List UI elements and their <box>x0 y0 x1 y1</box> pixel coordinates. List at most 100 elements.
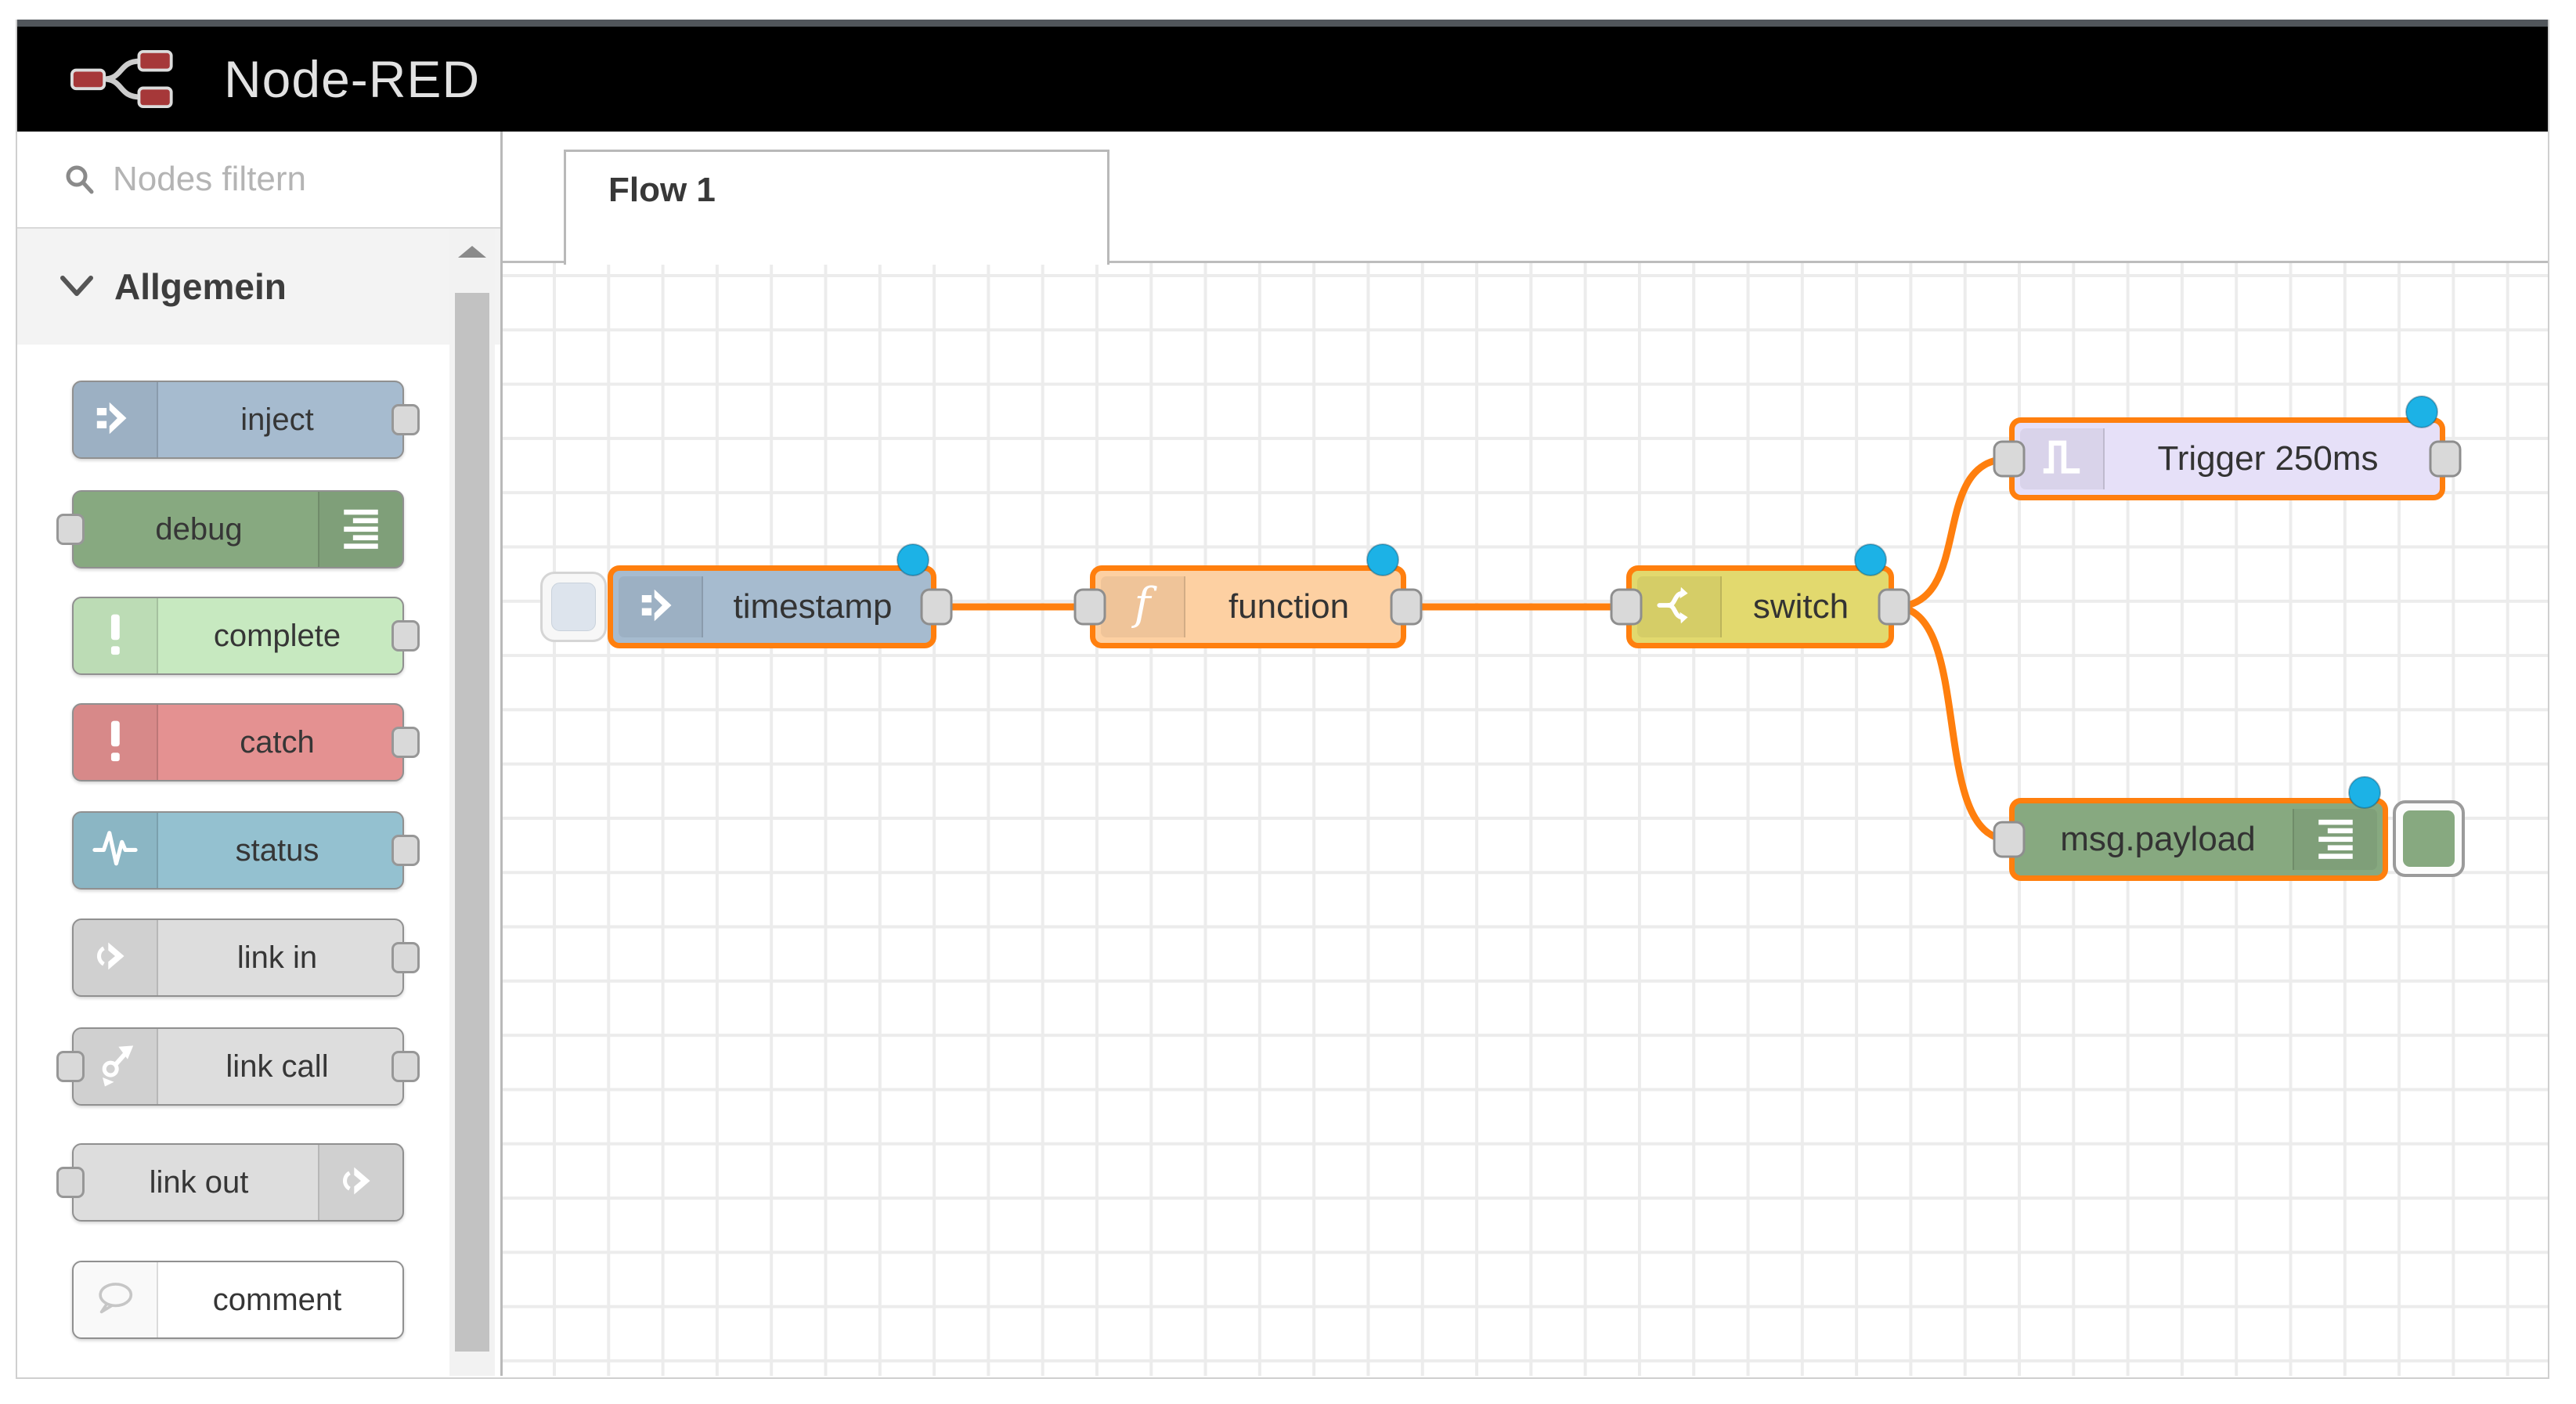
node-red-logo-icon <box>63 46 197 112</box>
flow-node-body: switch <box>1626 565 1894 648</box>
input-port[interactable] <box>56 1167 85 1198</box>
flow-node-body: Trigger 250ms <box>2009 417 2445 500</box>
flow-node-body: timestamp <box>608 565 936 648</box>
palette-scrollbar[interactable] <box>449 229 495 1376</box>
palette-node-icon-section <box>74 1029 158 1104</box>
palette-node-body: link in <box>72 919 404 997</box>
trigger-pulse-icon <box>2039 435 2084 484</box>
tab-flow-1[interactable]: Flow 1 <box>564 150 1109 265</box>
list-lines-icon <box>2313 815 2358 864</box>
output-port[interactable] <box>391 404 420 435</box>
exclamation-icon <box>92 612 138 661</box>
flow-node-switch[interactable]: switch <box>1626 565 1894 648</box>
palette-node-label: inject <box>240 402 314 437</box>
palette-node-icon-section <box>74 813 158 888</box>
node-red-window: Node-RED Nodes filtern Allgemein i <box>16 20 2549 1379</box>
flow-node-icon-section <box>2293 809 2377 870</box>
input-port[interactable] <box>56 514 85 545</box>
search-icon <box>66 165 94 194</box>
flow-node-icon-section <box>2020 428 2105 489</box>
flow-node-icon-section: f <box>1101 576 1185 637</box>
flow-node-icon-section <box>1637 576 1722 637</box>
palette-node-label: link in <box>236 940 318 975</box>
inject-trigger-button-face <box>551 583 596 631</box>
palette-node-icon-section <box>74 1262 158 1337</box>
palette-node-label: complete <box>213 618 341 653</box>
flow-node-trigger[interactable]: Trigger 250ms <box>2009 417 2445 500</box>
exclamation-icon <box>92 718 138 767</box>
palette-node-body: link out <box>72 1143 404 1222</box>
inject-arrow-icon <box>637 583 683 632</box>
palette-node-label: link out <box>149 1164 249 1200</box>
flow-node-debug-msg[interactable]: msg.payload <box>2009 798 2388 881</box>
wire-switch-to-trigger[interactable] <box>1890 455 2013 611</box>
app-body: Nodes filtern Allgemein inject debug compl… <box>17 132 2548 1376</box>
app-title: Node-RED <box>224 50 481 108</box>
wire-switch-to-debug-msg[interactable] <box>1890 603 2013 843</box>
search-placeholder: Nodes filtern <box>113 160 307 198</box>
input-port[interactable] <box>56 1051 85 1082</box>
flow-node-body: msg.payload <box>2009 798 2388 881</box>
output-port[interactable] <box>391 1051 420 1082</box>
output-port[interactable] <box>391 942 420 973</box>
palette-node-status[interactable]: status <box>72 811 420 890</box>
flow-node-label: msg.payload <box>2060 820 2256 858</box>
workspace: Flow 1 timestamp f function switch Trigger 2… <box>503 132 2548 1376</box>
list-lines-icon <box>338 505 384 554</box>
inject-arrow-icon <box>92 395 138 445</box>
palette-node-icon-section <box>318 1145 402 1220</box>
palette-node-body: debug <box>72 490 404 568</box>
flow-node-label: Trigger 250ms <box>2157 439 2379 478</box>
output-port[interactable] <box>391 727 420 758</box>
palette-node-debug[interactable]: debug <box>56 490 404 568</box>
flow-node-label: timestamp <box>733 587 893 626</box>
header: Node-RED <box>17 20 2548 132</box>
palette-sidebar: Nodes filtern Allgemein inject debug compl… <box>17 132 503 1376</box>
palette-node-catch[interactable]: catch <box>72 703 420 781</box>
scrollbar-thumb[interactable] <box>455 293 489 1352</box>
palette-node-label: comment <box>212 1282 342 1317</box>
palette-node-inject[interactable]: inject <box>72 381 420 459</box>
palette-node-body: complete <box>72 597 404 675</box>
palette-node-body: inject <box>72 381 404 459</box>
flow-node-icon-section <box>619 576 703 637</box>
palette-search[interactable]: Nodes filtern <box>17 132 500 229</box>
palette-node-comment[interactable]: comment <box>72 1261 404 1339</box>
switch-fork-icon <box>1656 583 1701 632</box>
palette-node-icon-section <box>318 492 402 567</box>
link-out-icon <box>338 1158 384 1207</box>
palette-node-icon-section <box>74 705 158 780</box>
palette-node-label: catch <box>240 724 315 760</box>
flow-node-label: switch <box>1752 587 1849 626</box>
palette-node-body: status <box>72 811 404 890</box>
flow-node-timestamp[interactable]: timestamp <box>608 565 936 648</box>
category-header-allgemein[interactable]: Allgemein <box>17 229 500 345</box>
palette-node-icon-section <box>74 598 158 673</box>
palette-node-link-out[interactable]: link out <box>56 1143 404 1222</box>
flow-node-function[interactable]: f function <box>1090 565 1406 648</box>
link-call-icon <box>92 1042 138 1092</box>
output-port[interactable] <box>391 620 420 651</box>
palette-node-label: debug <box>155 511 243 547</box>
palette-node-link-call[interactable]: link call <box>56 1027 420 1106</box>
palette-node-complete[interactable]: complete <box>72 597 420 675</box>
output-port[interactable] <box>391 835 420 866</box>
pulse-icon <box>92 826 138 875</box>
debug-enable-toggle-face <box>2403 810 2455 867</box>
scrollbar-up-arrow-icon[interactable] <box>458 246 486 258</box>
chevron-down-icon <box>60 276 93 296</box>
debug-enable-toggle[interactable] <box>2393 800 2465 877</box>
tab-label: Flow 1 <box>608 171 716 209</box>
flow-canvas[interactable]: timestamp f function switch Trigger 250ms msg… <box>503 263 2548 1376</box>
inject-trigger-button[interactable] <box>540 572 607 642</box>
palette-node-link-in[interactable]: link in <box>72 919 420 997</box>
category-label: Allgemein <box>114 266 287 307</box>
palette-node-icon-section <box>74 920 158 995</box>
flow-node-label: function <box>1228 587 1350 626</box>
palette-node-body: link call <box>72 1027 404 1106</box>
comment-bubble-icon <box>92 1276 138 1325</box>
palette-node-icon-section <box>74 382 158 457</box>
flow-node-body: f function <box>1090 565 1406 648</box>
svg-text:f: f <box>1131 583 1158 628</box>
